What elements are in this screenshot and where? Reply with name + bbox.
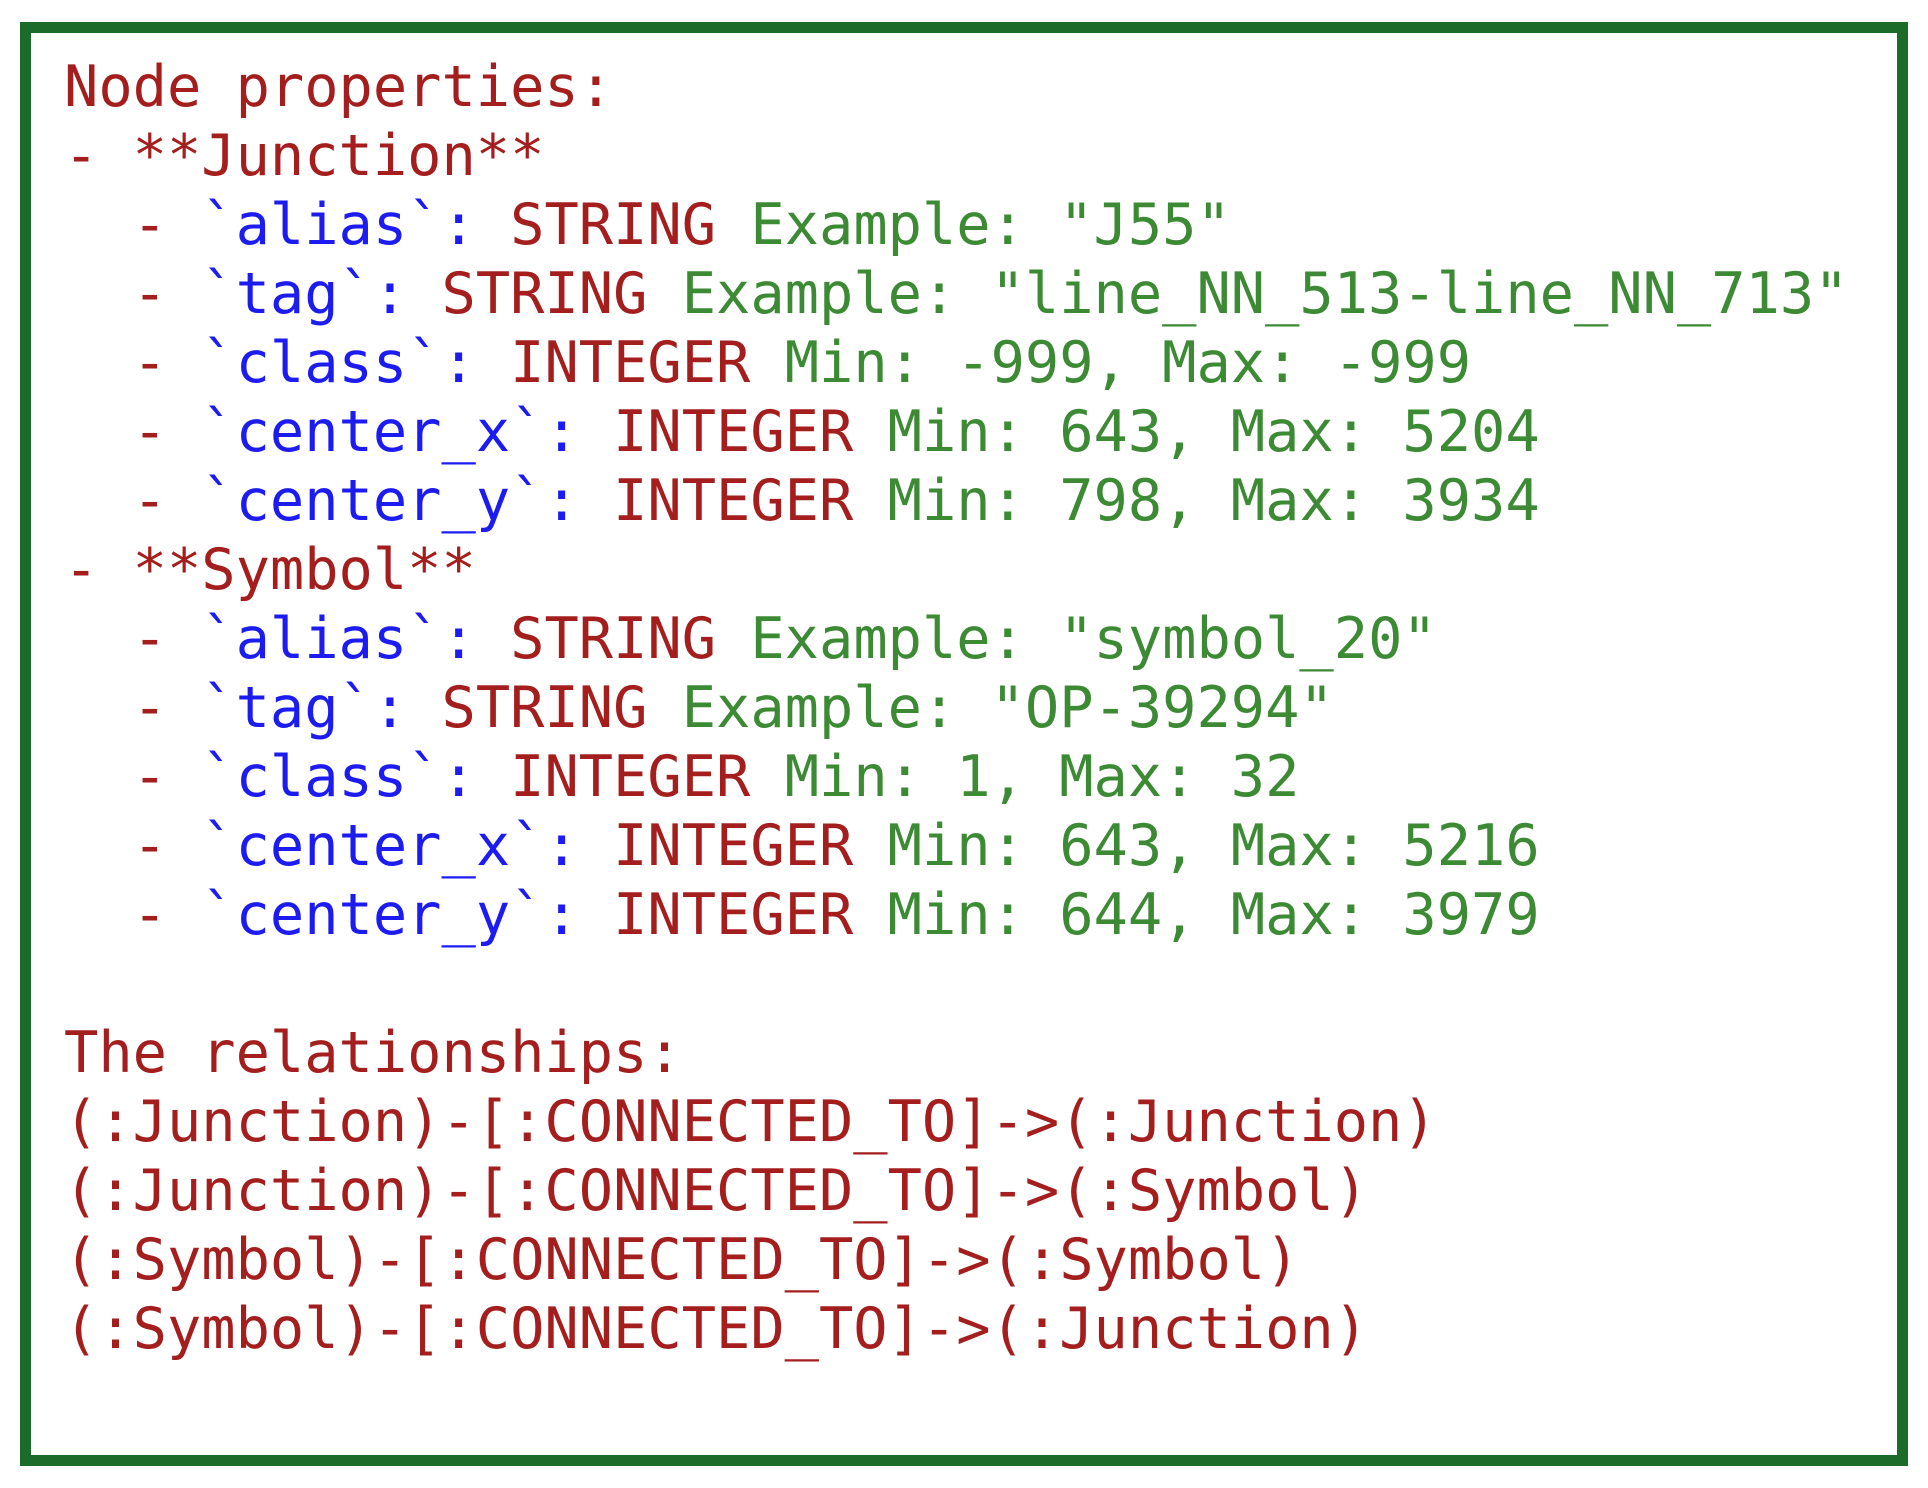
junction-alias: - `alias`: STRING Example: "J55" xyxy=(64,191,1897,260)
symbol-center-x-seg-3: Min: 643, Max: 5216 xyxy=(853,813,1540,879)
junction-center-y: - `center_y`: INTEGER Min: 798, Max: 393… xyxy=(64,467,1897,536)
symbol-class-seg-0: - xyxy=(64,744,202,810)
junction-class-seg-0: - xyxy=(64,330,202,396)
symbol-class-seg-2: INTEGER xyxy=(475,744,751,810)
symbol-class-seg-1: `class`: xyxy=(201,744,476,810)
symbol-center-y-seg-0: - xyxy=(64,882,202,948)
node-properties-heading: Node properties: xyxy=(64,53,1897,122)
symbol-alias: - `alias`: STRING Example: "symbol_20" xyxy=(64,605,1897,674)
junction-class-seg-2: INTEGER xyxy=(475,330,751,396)
junction-tag-seg-2: STRING xyxy=(407,261,648,327)
relationships-heading-seg-0: The relationships: xyxy=(64,1020,682,1086)
symbol-tag-seg-2: STRING xyxy=(407,675,648,741)
symbol-center-x: - `center_x`: INTEGER Min: 643, Max: 521… xyxy=(64,812,1897,881)
rel-junction-junction: (:Junction)-[:CONNECTED_TO]->(:Junction) xyxy=(64,1088,1897,1157)
junction-center-x-seg-2: INTEGER xyxy=(578,399,854,465)
symbol-center-y-seg-1: `center_y`: xyxy=(201,882,579,948)
junction-tag-seg-1: `tag`: xyxy=(201,261,408,327)
symbol-tag-seg-3: Example: "OP-39294" xyxy=(647,675,1334,741)
junction-center-y-seg-2: INTEGER xyxy=(578,468,854,534)
rel-symbol-junction: (:Symbol)-[:CONNECTED_TO]->(:Junction) xyxy=(64,1295,1897,1364)
junction-center-x-seg-0: - xyxy=(64,399,202,465)
symbol-class-seg-3: Min: 1, Max: 32 xyxy=(750,744,1300,810)
symbol-label-seg-0: - **Symbol** xyxy=(64,537,476,603)
symbol-center-y: - `center_y`: INTEGER Min: 644, Max: 397… xyxy=(64,881,1897,950)
symbol-center-x-seg-2: INTEGER xyxy=(578,813,854,879)
junction-center-x: - `center_x`: INTEGER Min: 643, Max: 520… xyxy=(64,398,1897,467)
node-properties-heading-seg-0: Node properties: xyxy=(64,54,614,120)
junction-alias-seg-0: - xyxy=(64,192,202,258)
junction-center-y-seg-3: Min: 798, Max: 3934 xyxy=(853,468,1540,534)
symbol-label: - **Symbol** xyxy=(64,536,1897,605)
symbol-tag-seg-0: - xyxy=(64,675,202,741)
relationships-heading: The relationships: xyxy=(64,1019,1897,1088)
symbol-alias-seg-2: STRING xyxy=(475,606,717,672)
rel-symbol-junction-seg-0: (:Symbol)-[:CONNECTED_TO]->(:Junction) xyxy=(64,1296,1369,1362)
rel-symbol-symbol: (:Symbol)-[:CONNECTED_TO]->(:Symbol) xyxy=(64,1226,1897,1295)
blank-line xyxy=(64,950,1897,1019)
symbol-alias-seg-0: - xyxy=(64,606,202,672)
junction-class-seg-1: `class`: xyxy=(201,330,476,396)
junction-tag-seg-0: - xyxy=(64,261,202,327)
junction-center-y-seg-0: - xyxy=(64,468,202,534)
symbol-center-y-seg-3: Min: 644, Max: 3979 xyxy=(853,882,1540,948)
junction-alias-seg-2: STRING xyxy=(475,192,717,258)
symbol-tag-seg-1: `tag`: xyxy=(201,675,408,741)
junction-alias-seg-1: `alias`: xyxy=(201,192,476,258)
junction-tag: - `tag`: STRING Example: "line_NN_513-li… xyxy=(64,260,1897,329)
schema-code-block: Node properties:- **Junction** - `alias`… xyxy=(31,33,1897,1364)
junction-class-seg-3: Min: -999, Max: -999 xyxy=(750,330,1472,396)
junction-center-x-seg-3: Min: 643, Max: 5204 xyxy=(853,399,1540,465)
symbol-class: - `class`: INTEGER Min: 1, Max: 32 xyxy=(64,743,1897,812)
symbol-center-y-seg-2: INTEGER xyxy=(578,882,854,948)
junction-label: - **Junction** xyxy=(64,122,1897,191)
symbol-center-x-seg-0: - xyxy=(64,813,202,879)
symbol-alias-seg-1: `alias`: xyxy=(201,606,476,672)
junction-alias-seg-3: Example: "J55" xyxy=(716,192,1231,258)
junction-class: - `class`: INTEGER Min: -999, Max: -999 xyxy=(64,329,1897,398)
junction-tag-seg-3: Example: "line_NN_513-line_NN_713" xyxy=(647,261,1849,327)
junction-label-seg-0: - **Junction** xyxy=(64,123,545,189)
rel-symbol-symbol-seg-0: (:Symbol)-[:CONNECTED_TO]->(:Symbol) xyxy=(64,1227,1300,1293)
symbol-center-x-seg-1: `center_x`: xyxy=(201,813,579,879)
junction-center-x-seg-1: `center_x`: xyxy=(201,399,579,465)
symbol-tag: - `tag`: STRING Example: "OP-39294" xyxy=(64,674,1897,743)
symbol-alias-seg-3: Example: "symbol_20" xyxy=(716,606,1437,672)
junction-center-y-seg-1: `center_y`: xyxy=(201,468,579,534)
schema-panel: Node properties:- **Junction** - `alias`… xyxy=(20,22,1908,1466)
rel-junction-symbol: (:Junction)-[:CONNECTED_TO]->(:Symbol) xyxy=(64,1157,1897,1226)
rel-junction-junction-seg-0: (:Junction)-[:CONNECTED_TO]->(:Junction) xyxy=(64,1089,1437,1155)
rel-junction-symbol-seg-0: (:Junction)-[:CONNECTED_TO]->(:Symbol) xyxy=(64,1158,1369,1224)
